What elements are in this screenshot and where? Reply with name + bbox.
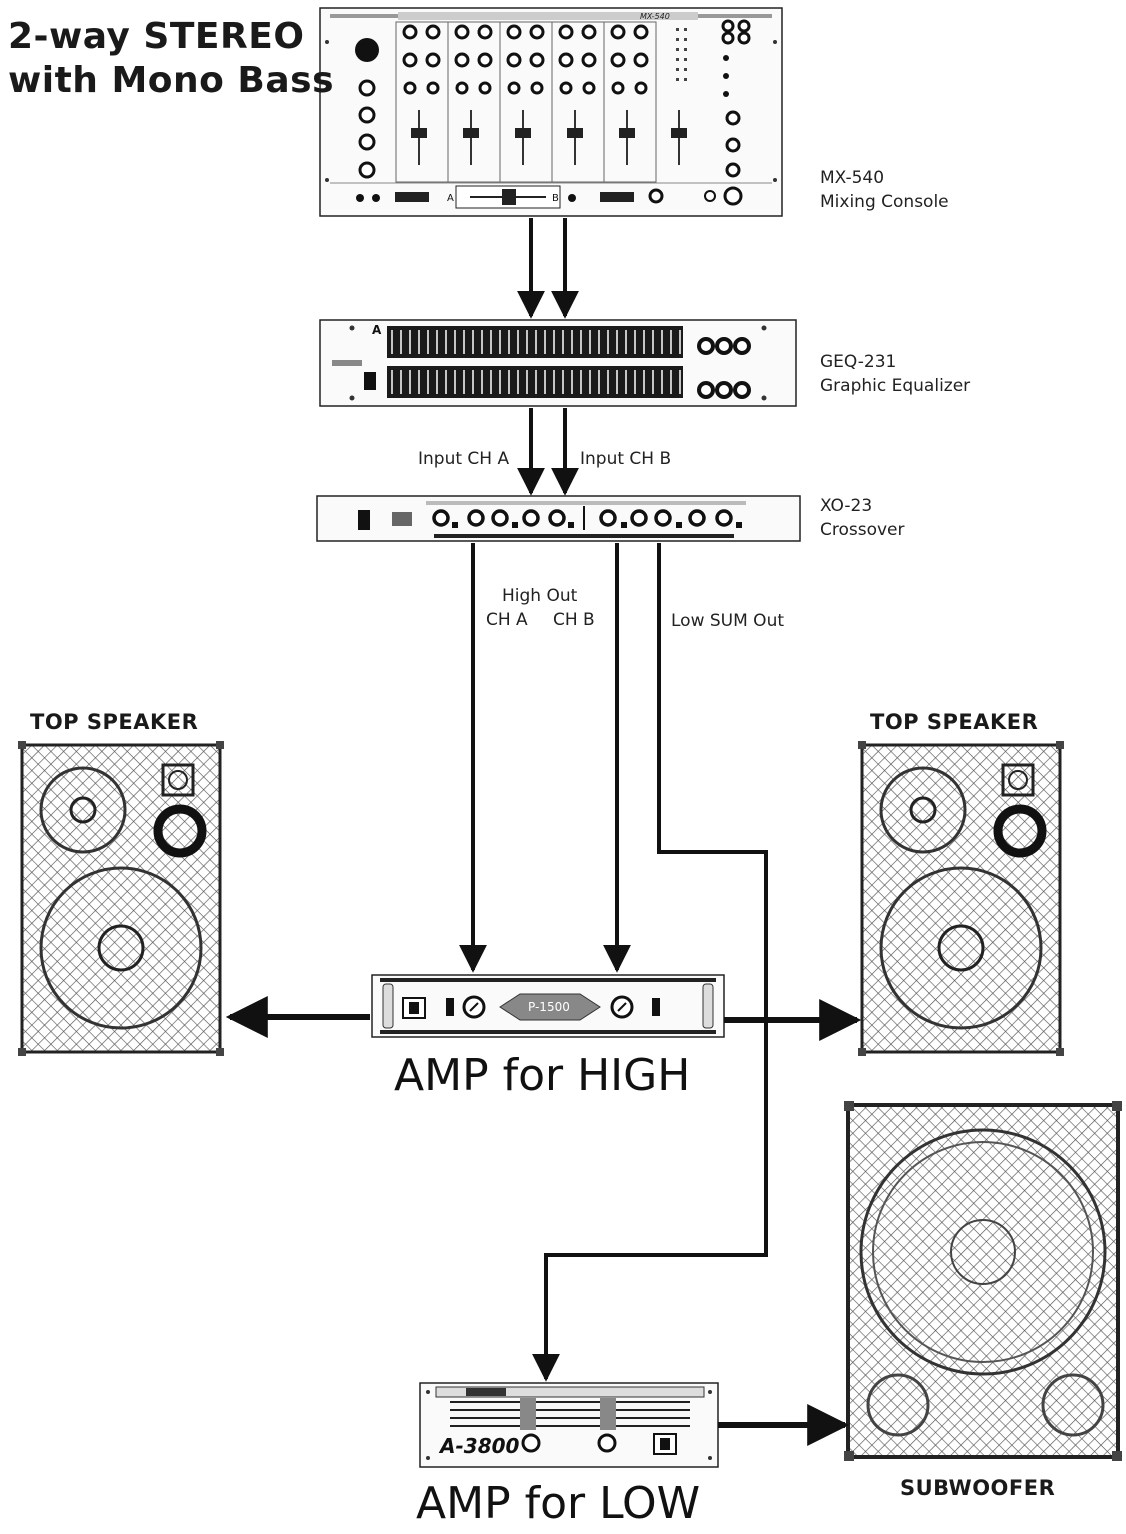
amp-low-label: AMP for LOW xyxy=(416,1478,701,1529)
crossover-name: Crossover xyxy=(820,520,905,540)
mixer-panel-label: MX-540 xyxy=(640,12,670,21)
low-sum-out-label: Low SUM Out xyxy=(671,611,785,631)
svg-text:B: B xyxy=(552,193,559,204)
mixer-label: MX-540 Mixing Console xyxy=(820,166,949,214)
amp-low-a3800: A-3800 xyxy=(419,1382,719,1468)
equalizer-geq231: A xyxy=(319,319,797,407)
mixer-mx540: MX-540 xyxy=(319,7,783,217)
diagram-title-line2: with Mono Bass xyxy=(8,60,335,101)
high-out-ch-b-label: CH B xyxy=(553,610,595,630)
crossover-xo23 xyxy=(316,495,801,542)
crossover-model: XO-23 xyxy=(820,496,873,516)
subwoofer-label: SUBWOOFER xyxy=(900,1476,1056,1500)
mixer-name: Mixing Console xyxy=(820,192,949,212)
high-out-ch-a-label: CH A xyxy=(486,610,528,630)
top-speaker-left-label: TOP SPEAKER xyxy=(30,710,199,734)
signal-wires xyxy=(459,218,768,1382)
top-speaker-left xyxy=(18,741,224,1056)
input-ch-a-label: Input CH A xyxy=(418,449,510,469)
amp-high-panel-text: P-1500 xyxy=(528,1000,570,1014)
top-speaker-right xyxy=(858,741,1064,1056)
geq-channel-a-label: A xyxy=(372,323,382,337)
crossover-label: XO-23 Crossover xyxy=(820,494,905,542)
equalizer-name: Graphic Equalizer xyxy=(820,376,971,396)
subwoofer xyxy=(844,1101,1122,1461)
diagram-title-line1: 2-way STEREO xyxy=(8,16,305,57)
geq-sliders xyxy=(391,330,681,394)
high-out-label: High Out xyxy=(502,586,578,606)
svg-text:A: A xyxy=(447,193,454,204)
equalizer-label: GEQ-231 Graphic Equalizer xyxy=(820,350,970,398)
mixer-channels xyxy=(395,21,687,183)
amp-high-label: AMP for HIGH xyxy=(394,1050,691,1101)
top-speaker-right-label: TOP SPEAKER xyxy=(870,710,1039,734)
mixer-model: MX-540 xyxy=(820,168,885,188)
speaker-feeds xyxy=(225,996,862,1446)
equalizer-model: GEQ-231 xyxy=(820,352,897,372)
input-ch-b-label: Input CH B xyxy=(580,449,672,469)
amp-low-panel-text: A-3800 xyxy=(438,1434,520,1458)
amp-high-p1500: P-1500 xyxy=(371,974,725,1038)
